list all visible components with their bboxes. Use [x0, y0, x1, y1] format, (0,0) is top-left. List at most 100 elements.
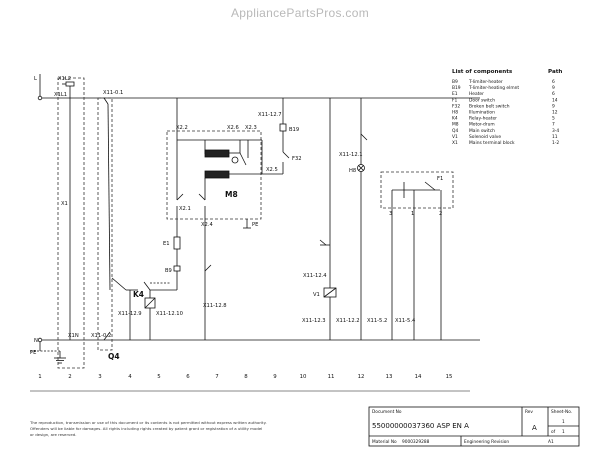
label-x21: X2.1 [179, 206, 191, 212]
component-desc: Main switch [469, 128, 495, 134]
label-b9: B9 [165, 268, 172, 274]
heater-contact [176, 193, 184, 201]
component-path: 6 [552, 91, 555, 97]
label-f1: F1 [437, 176, 443, 182]
label-b19: B19 [289, 127, 299, 133]
label-k4: K4 [133, 290, 144, 299]
v1-contact [319, 239, 327, 246]
label-l: L [34, 76, 37, 82]
h8-lamp-x2 [358, 165, 364, 171]
label-n: N [34, 338, 38, 344]
label-x11-54: X11-5.4 [395, 318, 416, 324]
component-desc: Relay-heater [469, 116, 497, 122]
path-number: 2 [68, 374, 71, 380]
m8-contact [198, 193, 206, 201]
component-code: M8 [452, 122, 459, 128]
label-x1: X1 [61, 201, 68, 207]
v1-coil-slash [323, 287, 337, 298]
label-f32: F32 [292, 156, 302, 162]
label-f1-term-1: 1 [411, 211, 414, 217]
path-number: 8 [244, 374, 248, 380]
label-f1-term-2: 2 [439, 211, 442, 217]
component-code: E1 [452, 91, 458, 97]
path-number: 15 [446, 374, 453, 380]
component-code: K4 [452, 116, 458, 122]
label-x1l2: X1L2 [58, 76, 71, 82]
component-desc: Broken belt switch [469, 103, 510, 109]
path-number: 13 [386, 374, 393, 380]
label-pe: PE [30, 350, 36, 356]
disclaimer-line-3: or design, are reserved. [30, 432, 76, 437]
m8-winding-2 [204, 170, 230, 179]
label-x11-129: X11-12.9 [118, 311, 142, 317]
title-block-frame [368, 406, 580, 447]
q4-contact-bottom [103, 331, 111, 341]
component-desc: Heater [469, 91, 484, 97]
component-code: F1 [452, 97, 458, 103]
label-f1-term-3: 3 [389, 211, 392, 217]
path-number: 5 [157, 374, 160, 380]
b9-limiter-symbol [173, 265, 181, 272]
path-number: 4 [128, 374, 132, 380]
of-value: 1 [562, 429, 565, 435]
component-code: Q4 [452, 128, 458, 134]
component-path: 9 [552, 85, 555, 91]
label-x11-127: X11-12.7 [258, 112, 282, 118]
path-number: 14 [415, 374, 422, 380]
h8-contact [360, 133, 368, 141]
b19-limiter-symbol [279, 123, 287, 132]
component-desc: Door switch [469, 97, 495, 103]
x1-terminal-block [57, 77, 85, 369]
component-desc: Motor-drum [469, 122, 495, 128]
disclaimer-line-1: The reproduction, transmission or use of… [29, 420, 267, 425]
label-x1l1: X1L1 [54, 92, 67, 98]
component-desc: T-limiter-heating elmnt [468, 85, 519, 91]
q4-switch-frame [97, 97, 113, 351]
label-x1n: X1N [68, 333, 79, 339]
component-path: 9 [552, 103, 555, 109]
component-code: V1 [452, 134, 458, 140]
component-path: 12 [552, 110, 558, 116]
of-label: of [551, 429, 556, 435]
component-path: 11 [552, 134, 558, 140]
n-node [37, 337, 43, 343]
label-x11-122: X11-12.2 [336, 318, 360, 324]
f1-contact-b [424, 181, 436, 191]
x1-terminal [65, 81, 75, 87]
label-x11-124: X11-12.4 [303, 273, 327, 279]
watermark: AppliancePartsPros.com [231, 6, 369, 20]
component-desc: T-limiter-heater [468, 79, 503, 85]
l-node [37, 95, 43, 101]
component-code: X1 [452, 140, 458, 146]
e1-heater-symbol [173, 236, 181, 250]
path-number: 11 [328, 374, 335, 380]
path-number: 7 [215, 374, 218, 380]
label-e1: E1 [163, 241, 170, 247]
component-desc: Illumination [469, 110, 495, 116]
material-no-value: 9000329288 [402, 439, 430, 445]
components-path-header: Path [548, 69, 562, 75]
m8-door-contact [204, 264, 212, 272]
k4-coil-slash [144, 297, 156, 309]
path-number: 12 [358, 374, 365, 380]
m8-motor-frame [166, 130, 262, 220]
eng-rev-label: Engineering Revision [464, 439, 509, 445]
label-x23: X2.3 [245, 125, 257, 131]
label-x24: X2.4 [201, 222, 214, 228]
path-number: 6 [186, 374, 190, 380]
label-x11-02: X11-0.2 [91, 333, 111, 339]
label-pe-motor: PE [252, 222, 258, 228]
k4-contact [143, 281, 151, 291]
q4-link [107, 103, 111, 291]
label-x22: X2.2 [176, 125, 188, 131]
disclaimer-line-2: Offenders will be liable for damages. Al… [30, 426, 262, 431]
sheet-no-label: Sheet-No. [551, 409, 572, 415]
component-desc: Solenoid valve [469, 134, 501, 140]
component-path: 1-2 [552, 140, 559, 146]
m8-winding-1 [204, 149, 230, 158]
path-number: 10 [300, 374, 307, 380]
material-no-label: Material No [372, 439, 397, 445]
f1-switch-frame [380, 171, 454, 209]
component-code: B9 [452, 79, 458, 85]
